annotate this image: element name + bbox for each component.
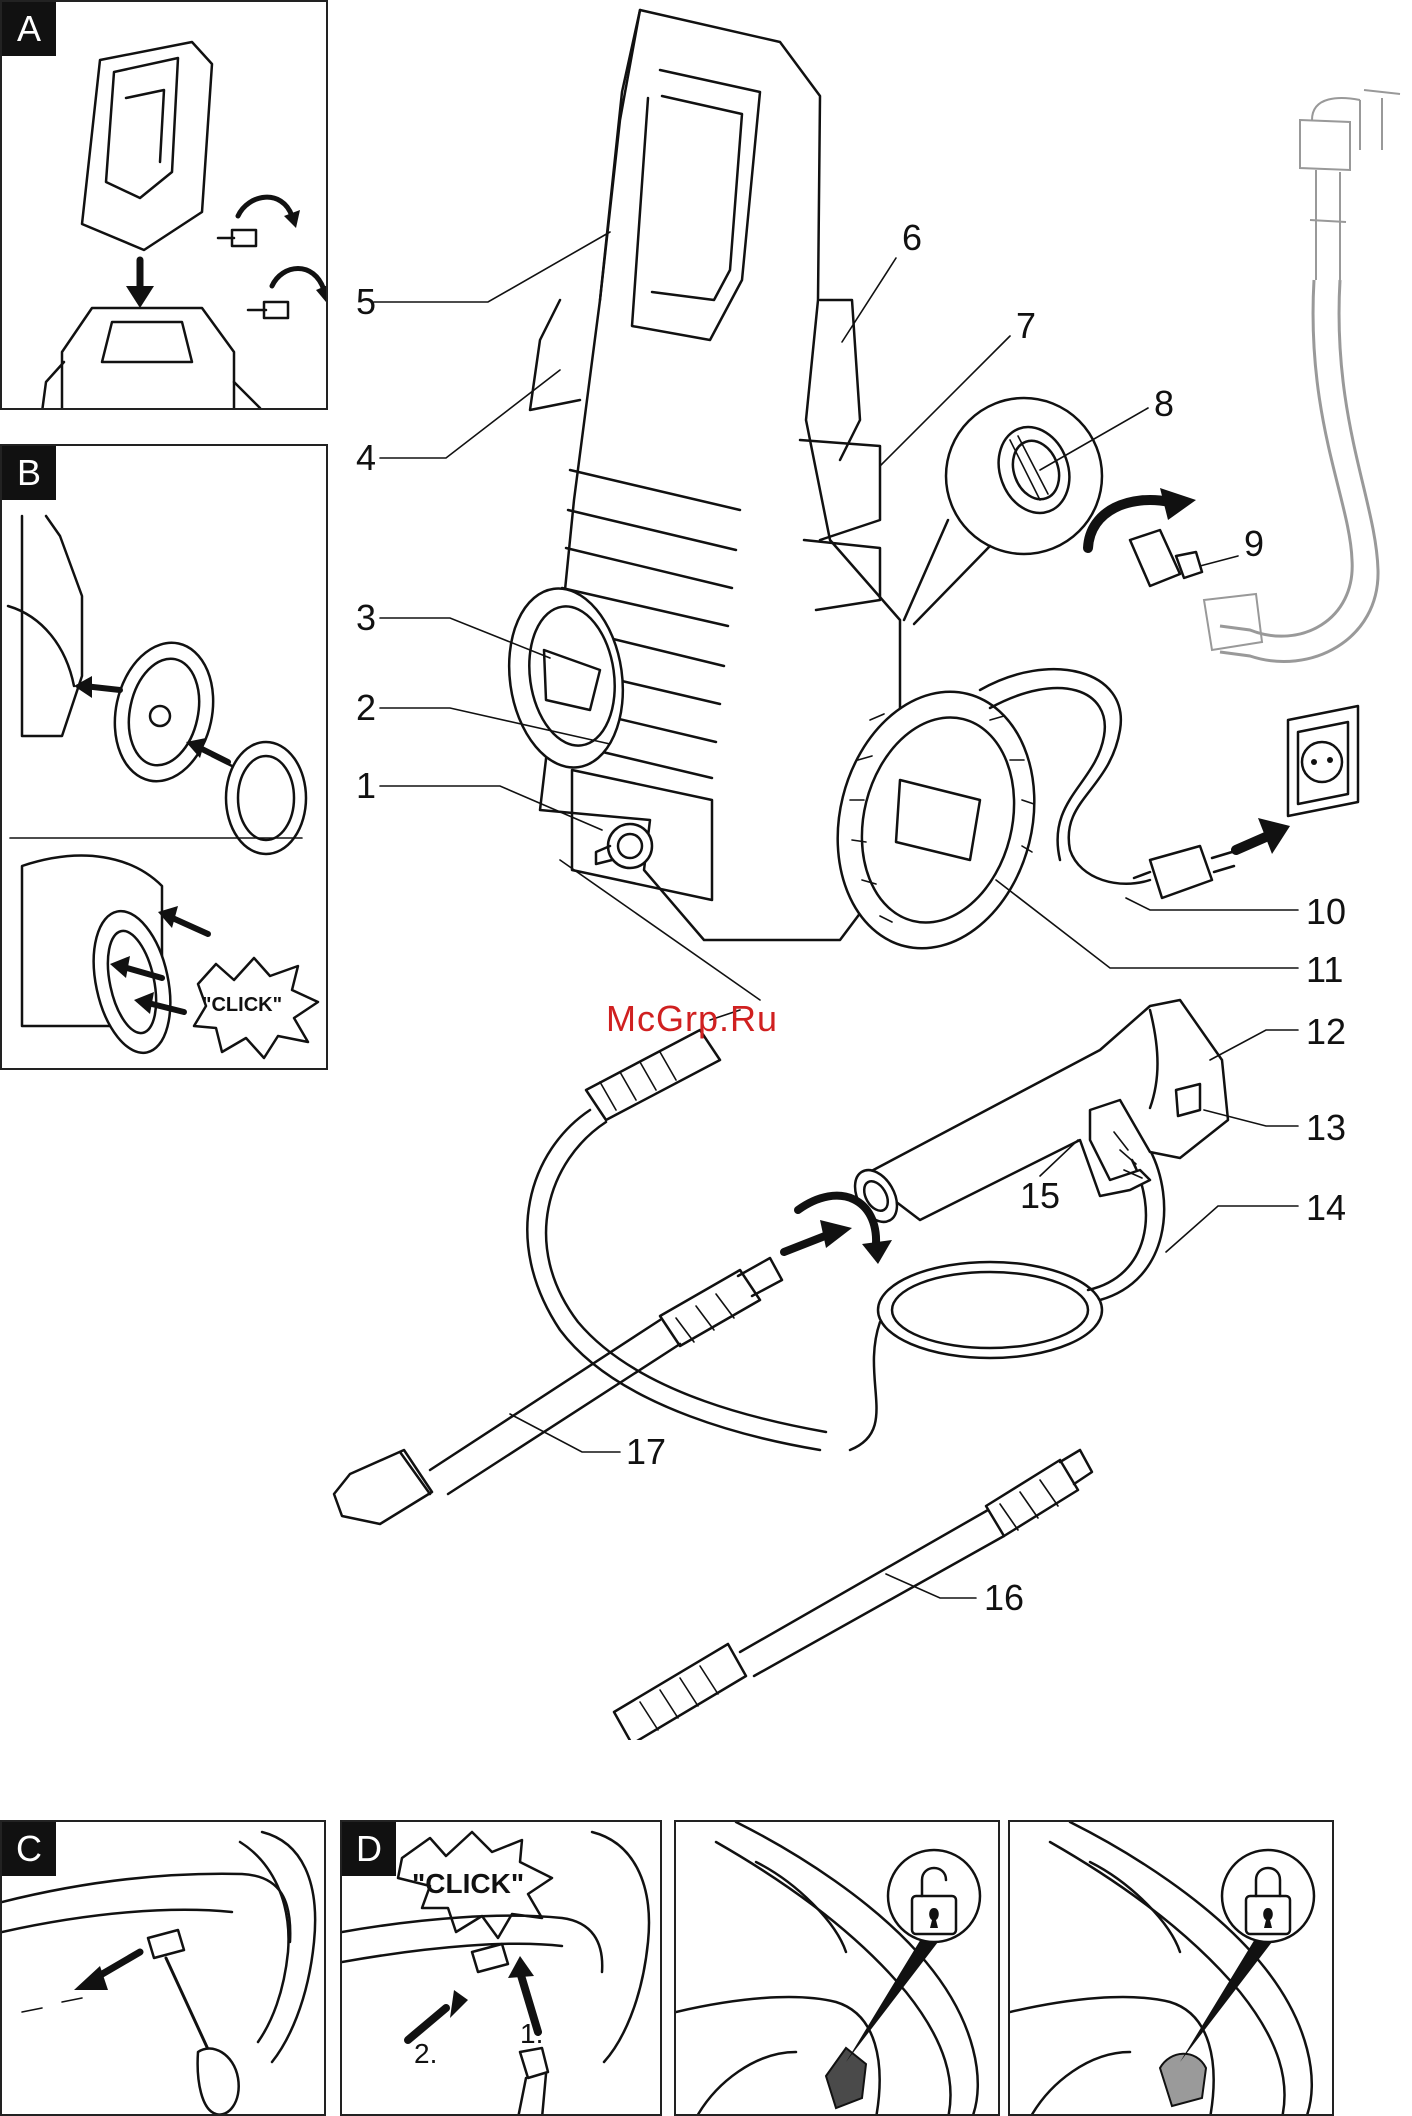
callout-8: 8 — [1154, 386, 1174, 422]
panel-d: D "CLICK" 2. 1. — [340, 1820, 662, 2116]
callout-3: 3 — [356, 600, 376, 636]
callout-14: 14 — [1306, 1190, 1346, 1226]
water-tap-icon — [1300, 90, 1400, 280]
callout-9: 9 — [1244, 526, 1264, 562]
watermark: McGrp.Ru — [606, 998, 778, 1040]
hose-coupling — [1130, 530, 1202, 586]
power-plug — [1134, 846, 1234, 898]
callout-1: 1 — [356, 768, 376, 804]
panel-trigger-locked-illustration — [1010, 1822, 1334, 2116]
callout-7: 7 — [1016, 308, 1036, 344]
panel-d-step-1: 1. — [520, 2018, 543, 2050]
callout-10: 10 — [1306, 894, 1346, 930]
callout-2: 2 — [356, 690, 376, 726]
callout-4: 4 — [356, 440, 376, 476]
callout-11: 11 — [1306, 952, 1343, 988]
panel-d-illustration — [342, 1822, 662, 2116]
callout-12: 12 — [1306, 1014, 1346, 1050]
panel-trigger-unlocked — [674, 1820, 1000, 2116]
panel-d-step-2: 2. — [414, 2038, 437, 2070]
panel-c-illustration — [2, 1822, 326, 2116]
callout-5: 5 — [356, 284, 376, 320]
panel-trigger-locked — [1008, 1820, 1334, 2116]
callout-15: 15 — [1020, 1178, 1060, 1214]
callout-13: 13 — [1306, 1110, 1346, 1146]
main-illustration — [0, 0, 1412, 1740]
callout-17: 17 — [626, 1434, 666, 1470]
panel-d-click-text: "CLICK" — [412, 1868, 524, 1900]
callout-6: 6 — [902, 220, 922, 256]
panel-trigger-unlocked-illustration — [676, 1822, 1000, 2116]
wall-socket-icon — [1288, 706, 1358, 816]
panel-c: C — [0, 1820, 326, 2116]
callout-16: 16 — [984, 1580, 1024, 1616]
